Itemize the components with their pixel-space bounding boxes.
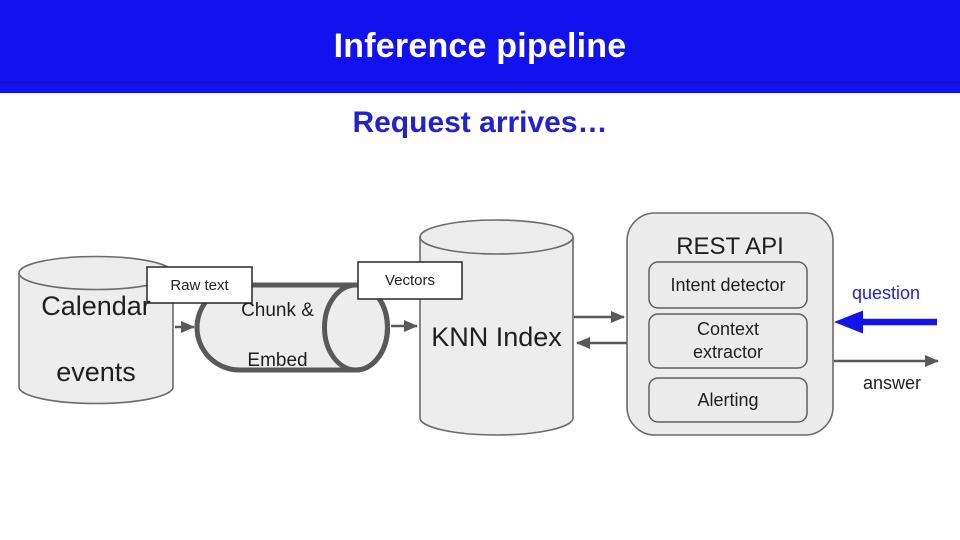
- knn-index-cylinder: [419, 219, 574, 436]
- banner-divider-line: [0, 82, 960, 83]
- slide-title: Inference pipeline: [333, 27, 627, 65]
- intent-detector-box: [648, 261, 808, 309]
- slide-subtitle: Request arrives…: [352, 106, 608, 139]
- question-arrow: [834, 310, 937, 334]
- title-banner: Inference pipeline: [0, 0, 960, 93]
- raw-text-box: [146, 266, 253, 304]
- context-extractor-box: [648, 313, 808, 369]
- alerting-box: [648, 377, 808, 423]
- vectors-box: [357, 261, 463, 300]
- chunk-embed-cylinder: [194, 282, 390, 373]
